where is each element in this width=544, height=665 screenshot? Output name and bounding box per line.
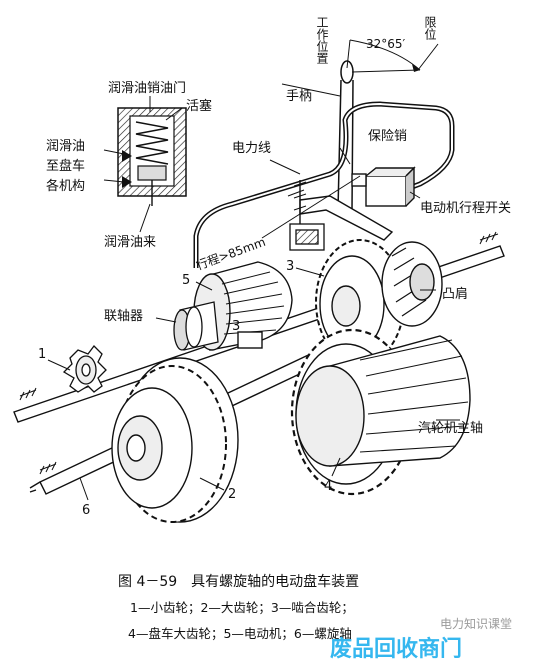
label-piston: 活塞 [186, 98, 212, 114]
safety-pin [351, 173, 367, 187]
label-handle: 手柄 [286, 89, 312, 104]
caption-title: 图 4－59 具有螺旋轴的电动盘车装置 [118, 573, 359, 590]
watermark-brand: 废品回收商门 [330, 636, 462, 661]
shaft-ground-marks [19, 189, 499, 475]
lube-valve-inset [117, 107, 187, 206]
label-limit: 限位 [423, 16, 437, 40]
label-coupling: 联轴器 [104, 309, 143, 324]
label-cam-shoulder: 凸肩 [442, 286, 468, 302]
label-angle: 32°65′ [366, 37, 406, 51]
label-lube-1: 润滑油 [46, 139, 85, 154]
labels: 润滑油销油门 活塞 润滑油 至盘车 各机构 润滑油来 工作位置 限位 32°65… [38, 16, 511, 518]
stroke-leader [261, 175, 361, 239]
coupling [173, 301, 219, 351]
caption-legend-line2: 4—盘车大齿轮；5—电动机；6—螺旋轴 [128, 626, 352, 641]
valve-spring [135, 121, 169, 165]
helical-gear [381, 241, 443, 327]
turbine-main-shaft [295, 335, 471, 467]
figure-caption: 图 4－59 具有螺旋轴的电动盘车装置 1—小齿轮；2—大齿轮；3—啮合齿轮； … [118, 573, 359, 641]
part-number-6: 6 [82, 503, 90, 518]
part-number-2: 2 [228, 487, 236, 502]
inset-leader-lines [103, 96, 183, 233]
valve-piston [137, 165, 167, 181]
watermarks: 电力知识课堂 废品回收商门 [330, 617, 512, 662]
large-gear [111, 357, 239, 523]
label-lube-3: 各机构 [46, 178, 85, 194]
limit-switch [365, 166, 416, 207]
part-number-4: 4 [324, 479, 332, 494]
label-safety-pin: 保险销 [368, 129, 407, 144]
label-lube-2: 至盘车 [46, 158, 85, 174]
number-leaders [47, 83, 460, 501]
label-working-position: 工作位置 [315, 16, 329, 64]
label-lube-in: 润滑油来 [104, 235, 156, 250]
watermark-small: 电力知识课堂 [440, 617, 512, 631]
part-number-5: 5 [182, 273, 190, 288]
label-lube-valve: 润滑油销油门 [108, 81, 186, 96]
pinion-gear [62, 345, 107, 393]
bracket-box [289, 223, 325, 251]
part-number-3: 3 [286, 259, 294, 274]
label-power-line: 电力线 [232, 141, 271, 156]
part-number-3b: 3 [232, 319, 240, 334]
part-number-1: 1 [38, 347, 46, 362]
caption-legend-line1: 1—小齿轮；2—大齿轮；3—啮合齿轮； [130, 600, 354, 615]
label-turbine-main-shaft: 汽轮机主轴 [418, 421, 483, 436]
label-motor-limit-switch: 电动机行程开关 [420, 201, 511, 216]
